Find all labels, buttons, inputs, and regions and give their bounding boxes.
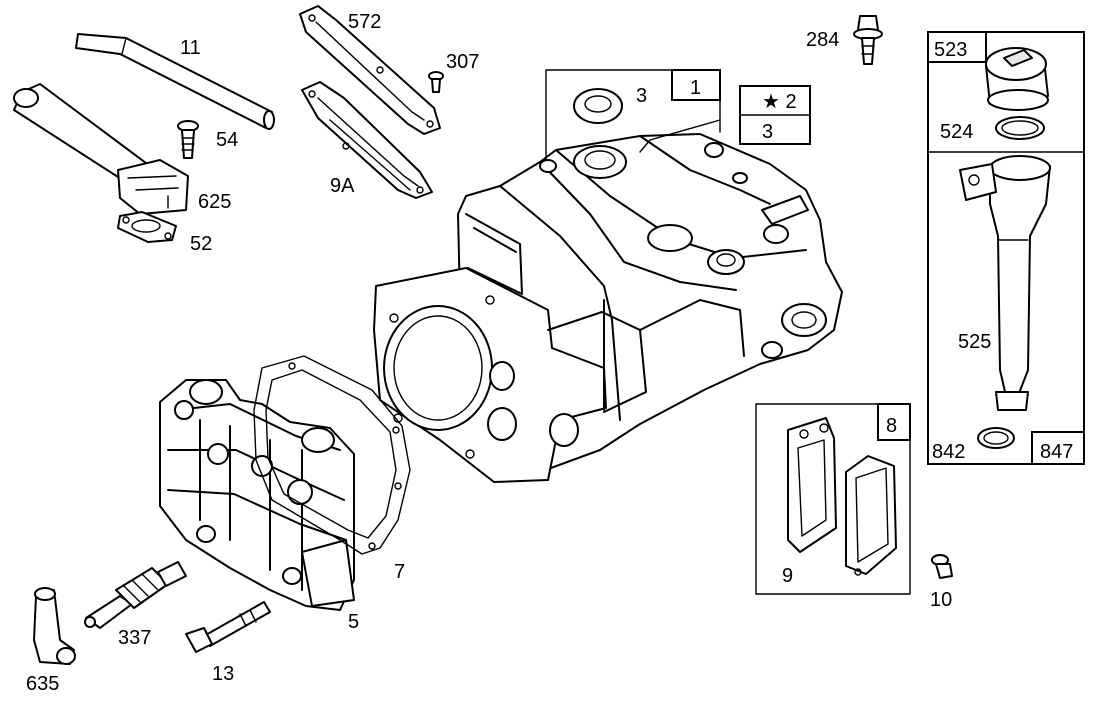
label-5: 5	[348, 611, 359, 633]
gasket-52[interactable]	[117, 211, 177, 243]
label-337: 337	[118, 627, 151, 649]
o-ring-524[interactable]	[995, 116, 1045, 140]
label-7: 7	[394, 561, 405, 583]
label-13: 13	[212, 663, 234, 685]
label-52: 52	[190, 233, 212, 255]
label-307: 307	[446, 51, 479, 73]
gasket-572[interactable]	[299, 5, 441, 135]
label-2: ★ 2	[762, 91, 797, 113]
label-1: 1	[690, 77, 701, 99]
label-3-seal: 3	[636, 85, 647, 107]
label-524: 524	[940, 121, 973, 143]
label-523: 523	[934, 39, 967, 61]
label-842: 842	[932, 441, 965, 463]
label-10: 10	[930, 589, 952, 611]
label-625: 625	[198, 191, 231, 213]
oil-fill-tube-525[interactable]	[959, 155, 1051, 411]
spark-plug-337[interactable]	[84, 561, 187, 629]
label-284: 284	[806, 29, 839, 51]
label-635: 635	[26, 673, 59, 695]
bolt-13[interactable]	[185, 601, 271, 653]
label-3-kit: 3	[762, 121, 773, 143]
label-572: 572	[348, 11, 381, 33]
label-9: 9	[782, 565, 793, 587]
label-9a: 9A	[330, 175, 355, 197]
screw-54[interactable]	[177, 120, 199, 159]
plug-284[interactable]	[853, 15, 883, 65]
breather-cover[interactable]	[845, 455, 897, 576]
head-gasket-7[interactable]	[253, 355, 411, 555]
screw-307[interactable]	[428, 71, 444, 93]
gasket-9a[interactable]	[301, 81, 433, 199]
screw-10[interactable]	[931, 554, 953, 579]
cylinder-crankcase[interactable]	[373, 133, 843, 483]
dipstick-tube-11[interactable]	[75, 33, 275, 130]
o-ring-842[interactable]	[977, 427, 1015, 449]
label-525: 525	[958, 331, 991, 353]
kit-box-2-3	[739, 85, 811, 145]
assembly-box-1	[545, 69, 721, 161]
assembly-box-8	[755, 403, 911, 595]
label-8: 8	[886, 415, 897, 437]
oil-fill-panel	[927, 31, 1085, 465]
oil-seal-3[interactable]	[573, 88, 623, 124]
cylinder-head-5[interactable]	[159, 379, 355, 611]
label-11: 11	[180, 37, 201, 59]
oil-fill-cap-523[interactable]	[985, 47, 1049, 111]
spark-plug-boot-635[interactable]	[33, 587, 76, 665]
breather-tube-625[interactable]	[13, 83, 189, 215]
gasket-9[interactable]	[787, 417, 837, 553]
label-847: 847	[1040, 441, 1073, 463]
label-54: 54	[216, 129, 238, 151]
